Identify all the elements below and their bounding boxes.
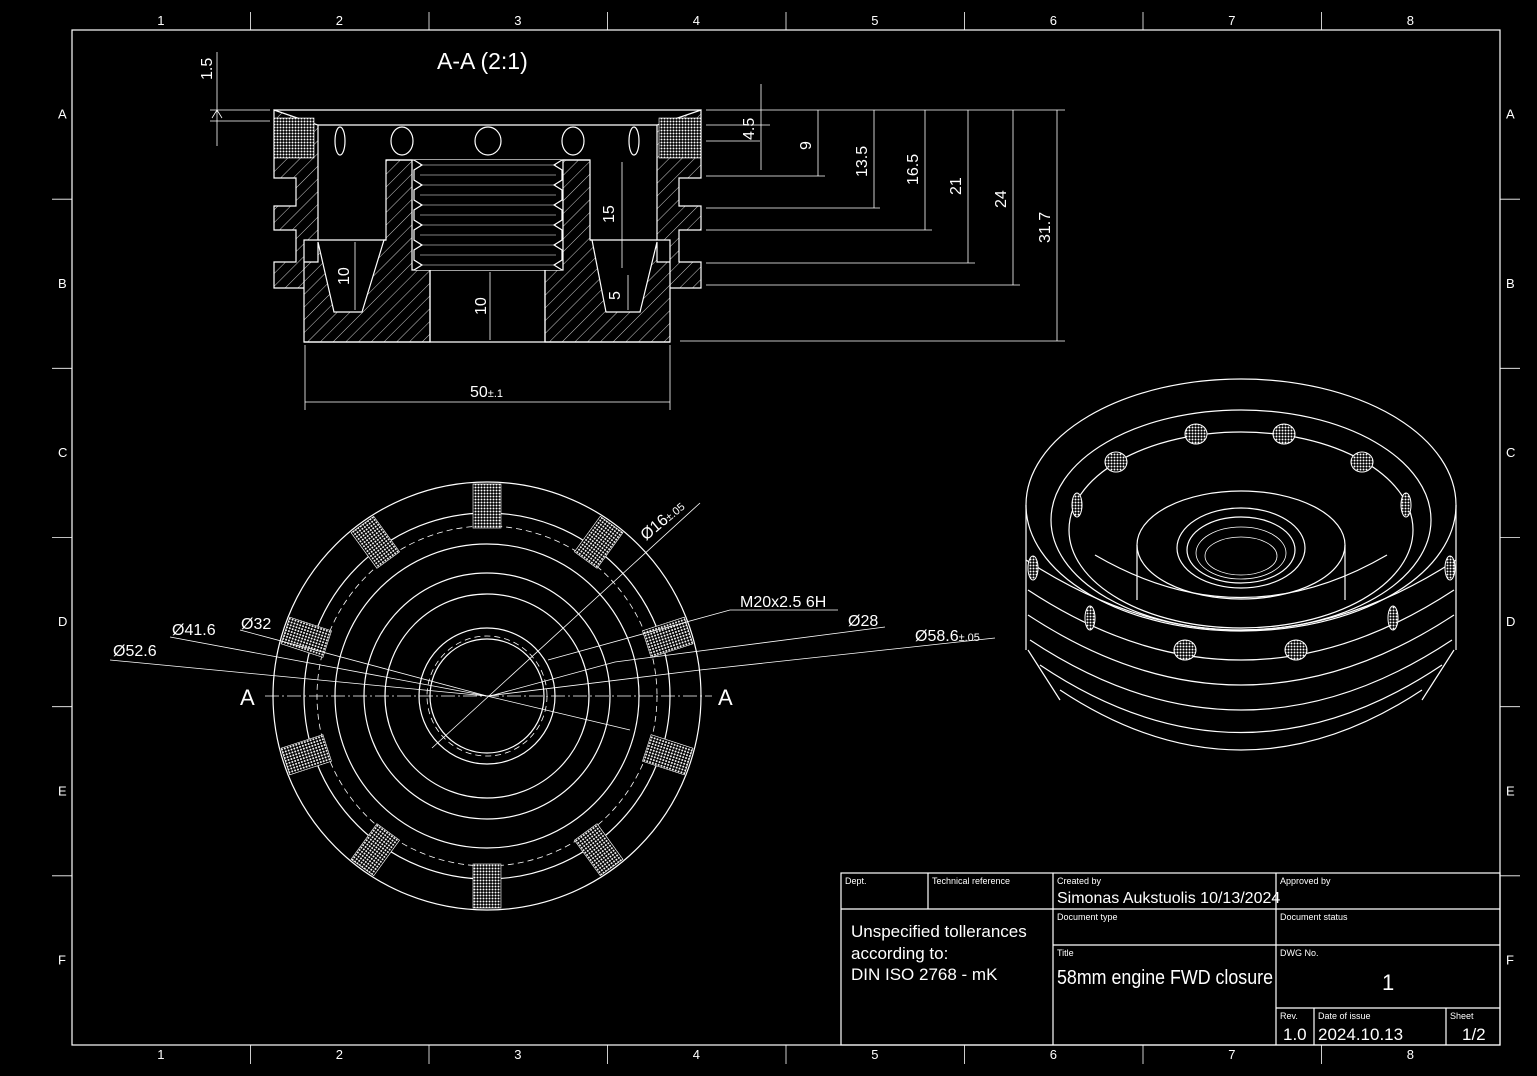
zone-row-right: A — [1506, 107, 1515, 122]
approved-label: Approved by — [1280, 876, 1331, 886]
threaded-radial-hole — [642, 734, 694, 776]
zone-row-left: A — [58, 107, 67, 122]
title-value: 58mm engine FWD closure — [1057, 967, 1273, 989]
zone-row-right: E — [1506, 783, 1515, 798]
zone-col-top: 5 — [871, 13, 878, 28]
sheet-label: Sheet — [1450, 1011, 1474, 1021]
dim-9: 9 — [798, 141, 815, 150]
zone-row-right: D — [1506, 614, 1515, 629]
tolerance-line-3: DIN ISO 2768 - mK — [851, 965, 998, 984]
created-value: Simonas Aukstuolis 10/13/2024 — [1057, 890, 1280, 907]
front-view: A A Ø16±.05 M20x2.5 6H Ø28 Ø58.6±.05 Ø41… — [109, 481, 996, 911]
iso-threaded-hole — [1084, 605, 1096, 631]
dim-d52-6: Ø52.6 — [113, 643, 157, 660]
dim-d58-6: Ø58.6±.05 — [915, 628, 980, 645]
iso-threaded-hole — [1071, 492, 1083, 518]
isometric-view — [1025, 378, 1457, 751]
iso-threaded-hole — [1284, 639, 1308, 661]
dept-label: Dept. — [845, 876, 867, 886]
dim-31-7: 31.7 — [1037, 212, 1054, 243]
zone-col-bottom: 1 — [157, 1047, 164, 1062]
dim-d32: Ø32 — [241, 616, 271, 633]
sheet-value: 1/2 — [1462, 1025, 1486, 1044]
dim-21: 21 — [948, 177, 965, 195]
section-radial-holes — [334, 126, 640, 156]
dim-24: 24 — [993, 190, 1010, 208]
zone-row-left: D — [58, 614, 67, 629]
dim-thread-length: 15 — [601, 205, 618, 223]
title-label: Title — [1057, 948, 1074, 958]
dim-cone-depth: 10 — [336, 267, 353, 285]
dim-d41-6: Ø41.6 — [172, 622, 216, 639]
zone-row-left: F — [58, 952, 66, 967]
rev-value: 1.0 — [1283, 1025, 1307, 1044]
threaded-radial-hole — [350, 823, 400, 877]
dwg-value: 1 — [1382, 970, 1394, 995]
threaded-radial-hole — [472, 483, 502, 529]
iso-threaded-hole — [1387, 605, 1399, 631]
zone-col-bottom: 2 — [336, 1047, 343, 1062]
docstatus-label: Document status — [1280, 912, 1348, 922]
dim-d28: Ø28 — [848, 613, 878, 630]
threaded-radial-hole — [280, 734, 332, 776]
dim-16-5: 16.5 — [905, 154, 922, 185]
doctype-label: Document type — [1057, 912, 1118, 922]
dwg-label: DWG No. — [1280, 948, 1319, 958]
dim-13-5: 13.5 — [854, 146, 871, 177]
rev-label: Rev. — [1280, 1011, 1298, 1021]
threaded-radial-hole — [350, 515, 400, 569]
dim-1-5: 1.5 — [199, 58, 216, 80]
created-label: Created by — [1057, 876, 1102, 886]
section-mark-right: A — [718, 685, 733, 710]
zone-col-bottom: 3 — [514, 1047, 521, 1062]
iso-threaded-hole — [1104, 451, 1128, 473]
zone-col-bottom: 7 — [1228, 1047, 1235, 1062]
iso-threaded-hole — [1272, 423, 1296, 445]
threaded-radial-hole — [642, 616, 694, 658]
zone-row-left: B — [58, 276, 67, 291]
zone-col-top: 6 — [1050, 13, 1057, 28]
zone-col-top: 8 — [1407, 13, 1414, 28]
threaded-radial-hole — [472, 863, 502, 909]
iso-threaded-hole — [1444, 555, 1456, 581]
iso-threaded-hole — [1173, 639, 1197, 661]
threaded-radial-hole — [280, 616, 332, 658]
zone-row-right: B — [1506, 276, 1515, 291]
iso-threaded-hole — [1350, 451, 1374, 473]
dim-cone-small: 5 — [607, 291, 624, 300]
iso-threaded-hole — [1184, 423, 1208, 445]
zone-col-top: 2 — [336, 13, 343, 28]
date-value: 2024.10.13 — [1318, 1025, 1403, 1044]
zone-row-left: C — [58, 445, 67, 460]
iso-threaded-hole — [1027, 555, 1039, 581]
zone-col-bottom: 4 — [693, 1047, 700, 1062]
zone-row-left: E — [58, 783, 67, 798]
date-label: Date of issue — [1318, 1011, 1371, 1021]
zone-col-top: 4 — [693, 13, 700, 28]
section-view-a-a: A-A (2:1) — [199, 48, 1065, 410]
dim-width-50: 50±.1 — [470, 384, 503, 401]
zone-col-top: 7 — [1228, 13, 1235, 28]
section-title: A-A (2:1) — [437, 48, 528, 74]
iso-threaded-hole — [1400, 492, 1412, 518]
techref-label: Technical reference — [932, 876, 1010, 886]
tolerance-line-1: Unspecified tollerances — [851, 922, 1027, 941]
section-mark-left: A — [240, 685, 255, 710]
zone-row-right: F — [1506, 952, 1514, 967]
dim-4-5: 4.5 — [741, 118, 758, 140]
zone-col-top: 3 — [514, 13, 521, 28]
zone-col-bottom: 6 — [1050, 1047, 1057, 1062]
dim-thread-m20: M20x2.5 6H — [740, 594, 826, 611]
zone-col-bottom: 5 — [871, 1047, 878, 1062]
tolerance-line-2: according to: — [851, 944, 948, 963]
title-block: Dept. Technical reference Created by Sim… — [840, 872, 1501, 1046]
threaded-radial-hole — [574, 515, 624, 569]
zone-col-bottom: 8 — [1407, 1047, 1414, 1062]
threaded-radial-hole — [574, 823, 624, 877]
zone-col-top: 1 — [157, 13, 164, 28]
dim-bore-depth: 10 — [473, 297, 490, 315]
zone-row-right: C — [1506, 445, 1515, 460]
